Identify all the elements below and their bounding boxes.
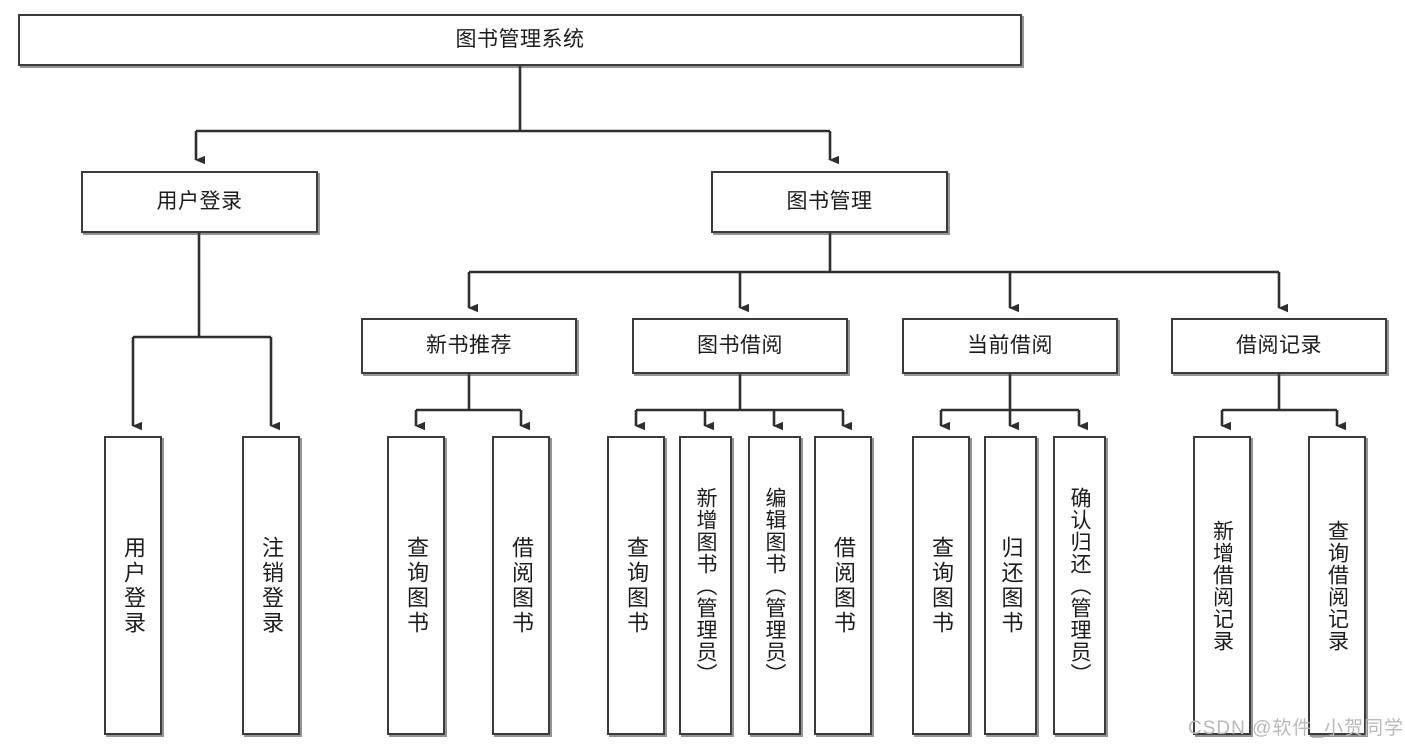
leaf-node-edit-book-admin[interactable]: 编辑图书（管理员）: [748, 436, 801, 735]
leaf-node-query-book-borrow[interactable]: 查询图书: [607, 436, 665, 735]
node-label: 新增图书（管理员）: [694, 486, 717, 685]
node-label: 图书管理: [786, 189, 873, 213]
node-label: 归还图书: [998, 535, 1024, 636]
leaf-node-query-borrow-record[interactable]: 查询借阅记录: [1308, 436, 1366, 735]
node-label: 用户登录: [156, 189, 243, 213]
node-book-borrow[interactable]: 图书借阅: [632, 318, 848, 374]
node-book-management[interactable]: 图书管理: [711, 171, 948, 233]
node-root-book-management-system[interactable]: 图书管理系统: [18, 14, 1022, 66]
leaf-node-return-book[interactable]: 归还图书: [984, 436, 1037, 735]
node-label: 当前借阅: [967, 333, 1053, 357]
leaf-node-user-login[interactable]: 用户登录: [104, 436, 162, 735]
leaf-node-query-book-recommend[interactable]: 查询图书: [387, 436, 445, 735]
leaf-node-logout-login[interactable]: 注销登录: [242, 436, 300, 735]
leaf-node-add-borrow-record[interactable]: 新增借阅记录: [1193, 436, 1251, 735]
node-label: 确认归还（管理员）: [1068, 486, 1091, 685]
node-label: 查询借阅记录: [1325, 519, 1349, 652]
node-label: 新书推荐: [426, 333, 512, 357]
leaf-node-borrow-book-recommend[interactable]: 借阅图书: [492, 436, 550, 735]
leaf-node-add-book-admin[interactable]: 新增图书（管理员）: [679, 436, 732, 735]
node-label: 查询图书: [404, 535, 429, 636]
node-current-borrow[interactable]: 当前借阅: [902, 318, 1118, 374]
node-borrow-record[interactable]: 借阅记录: [1171, 318, 1387, 374]
leaf-node-query-book-current[interactable]: 查询图书: [912, 436, 970, 735]
node-label: 编辑图书（管理员）: [763, 486, 786, 685]
node-label: 借阅图书: [831, 535, 856, 636]
node-label: 注销登录: [259, 535, 284, 636]
leaf-node-borrow-book[interactable]: 借阅图书: [814, 436, 872, 735]
leaf-node-confirm-return-admin[interactable]: 确认归还（管理员）: [1053, 436, 1106, 735]
node-label: 图书管理系统: [455, 27, 585, 51]
node-label: 借阅图书: [509, 535, 534, 636]
node-label: 借阅记录: [1236, 333, 1322, 357]
csdn-watermark: CSDN @软件_小贺同学: [1188, 718, 1404, 739]
node-new-book-recommend[interactable]: 新书推荐: [361, 318, 577, 374]
node-label: 图书借阅: [697, 333, 783, 357]
node-user-login[interactable]: 用户登录: [81, 171, 318, 233]
node-label: 查询图书: [624, 535, 649, 636]
node-label: 用户登录: [121, 535, 146, 636]
node-label: 查询图书: [929, 535, 954, 636]
node-label: 新增借阅记录: [1210, 519, 1234, 652]
